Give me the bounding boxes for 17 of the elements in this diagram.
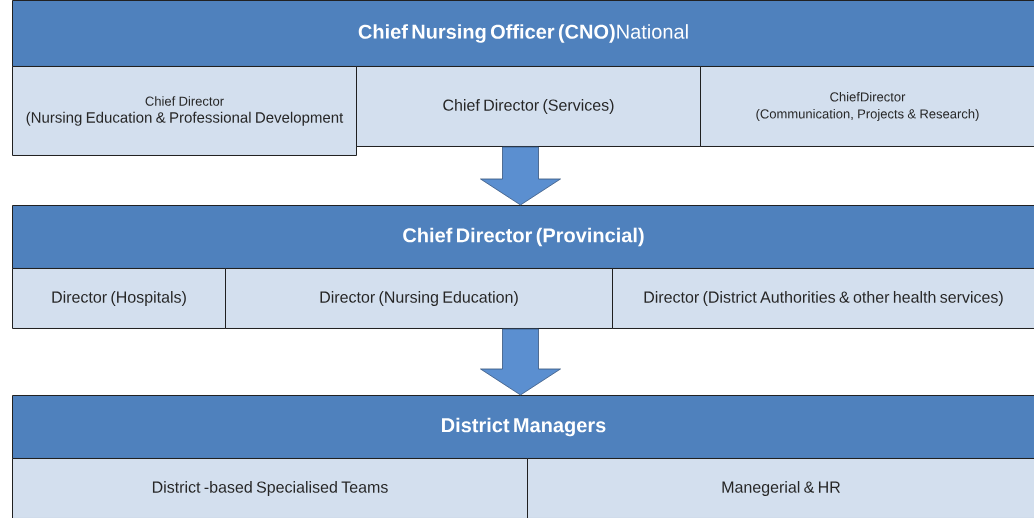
director-box: Director (Nursing Education) — [225, 268, 613, 329]
header-band: District Managers — [12, 395, 1034, 459]
node-label: ChiefDirector — [830, 91, 906, 102]
director-box: District -based Specialised Teams — [12, 458, 528, 518]
director-box: Chief Director (Services) — [356, 66, 701, 147]
director-box: Director (Hospitals) — [12, 268, 226, 329]
node-label: District -based Specialised Teams — [152, 481, 388, 496]
header-band: Chief Nursing Officer (CNO)National — [12, 0, 1034, 67]
director-box: ChiefDirector (Communication, Projects & Research) — [700, 66, 1034, 147]
block-arrow — [480, 146, 561, 206]
director-box: Manegerial & HR — [527, 458, 1034, 518]
block-arrow — [480, 328, 561, 396]
node-label: Director (District Authorities & other health services) — [644, 291, 1003, 306]
node-label: (Communication, Projects & Research) — [756, 108, 979, 122]
director-box: Chief Director (Nursing Education & Professional Development — [12, 66, 357, 156]
header-band: Chief Director (Provincial) — [12, 205, 1034, 269]
director-box: Director (District Authorities & other health services) — [612, 268, 1034, 329]
